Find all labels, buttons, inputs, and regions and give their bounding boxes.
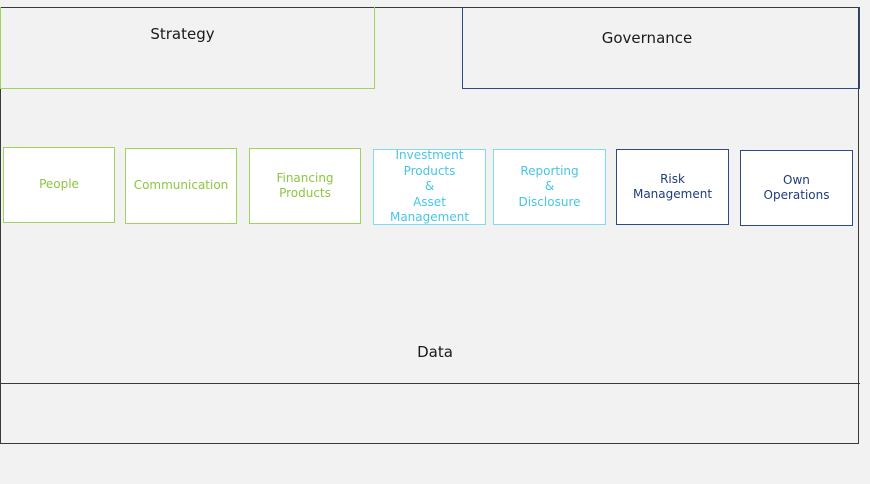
pillar-communication: Communication [125, 148, 237, 224]
pillar-investment-products-asset-management: Investment Products & Asset Management [373, 148, 486, 225]
pillar-financing-products: Financing Products [249, 148, 361, 224]
outer-frame [0, 7, 859, 444]
governance-title: Governance [601, 29, 693, 47]
strategy-title: Strategy [150, 25, 215, 43]
data-title: Data [417, 343, 453, 361]
strategy-box [0, 7, 375, 89]
pillar-own-operations: Own Operations [740, 150, 853, 226]
data-divider-line [0, 383, 860, 384]
governance-box [462, 7, 860, 89]
pillar-reporting-disclosure: Reporting & Disclosure [493, 149, 606, 225]
pillar-people: People [3, 147, 115, 223]
pillar-risk-management: Risk Management [616, 149, 729, 225]
